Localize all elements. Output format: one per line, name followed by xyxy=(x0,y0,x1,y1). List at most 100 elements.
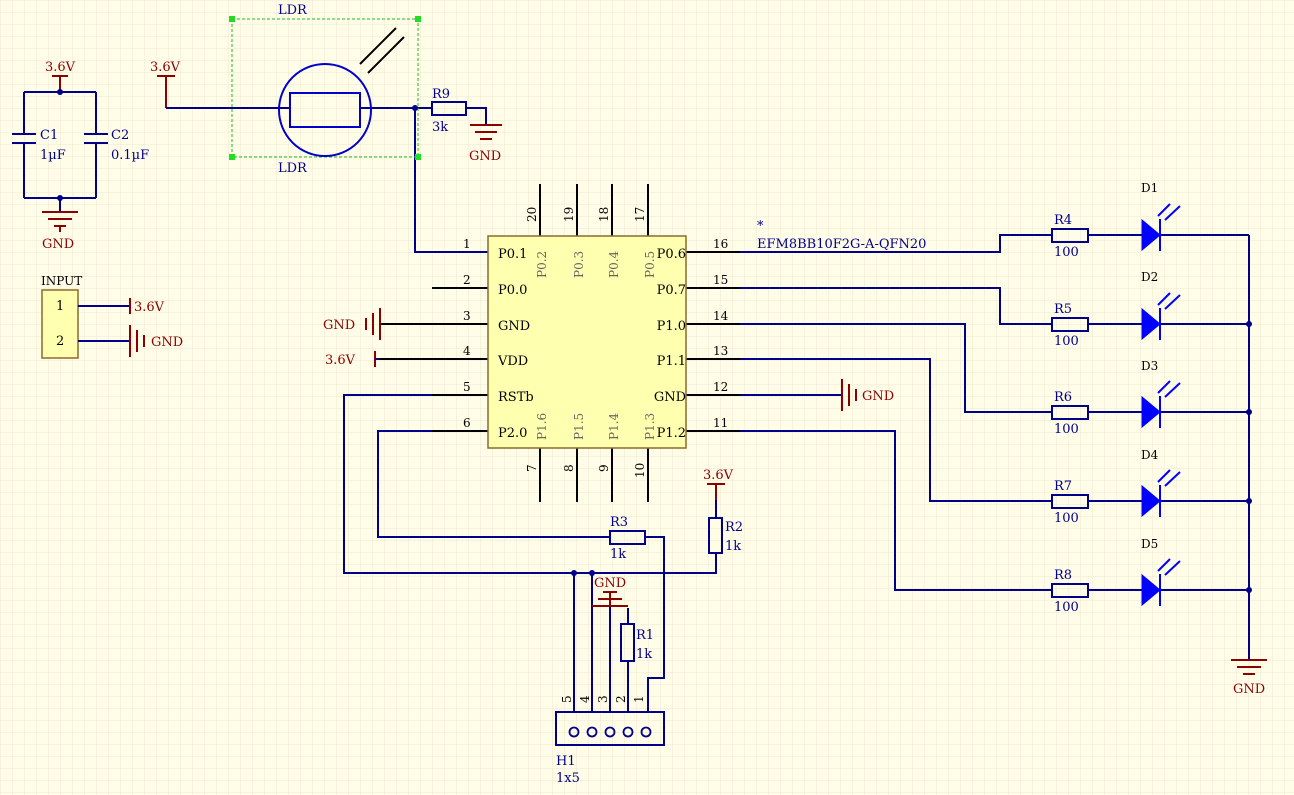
ldr-block: 3.6V LDR LDR xyxy=(150,3,488,253)
r2-value: 1k xyxy=(725,539,741,554)
ic-pin3-num: 3 xyxy=(463,309,471,323)
ic-pin9-name: P1.4 xyxy=(607,412,621,440)
h1-pin1-hole xyxy=(640,726,652,738)
r7-body xyxy=(1051,494,1089,509)
ic-pin7-num: 7 xyxy=(525,464,539,472)
wire-p11-r7 xyxy=(740,358,1052,502)
ic-pin18-num: 18 xyxy=(597,207,611,222)
d4-light-arrows xyxy=(1157,469,1181,487)
selection-handle-bl[interactable] xyxy=(229,154,235,160)
ic-pin19-num: 19 xyxy=(562,207,576,222)
r9-gnd-label: GND xyxy=(469,149,501,164)
d5-triangle xyxy=(1141,573,1161,607)
r6-body xyxy=(1051,405,1089,420)
ic-pin3-name: GND xyxy=(498,319,530,334)
r1-ref: R1 xyxy=(636,628,654,643)
ic-pin11-num: 11 xyxy=(713,416,728,430)
h1-body[interactable] xyxy=(555,711,665,746)
ldr-label-bottom: LDR xyxy=(278,161,308,176)
r2-ref: R2 xyxy=(725,520,743,535)
capacitor-block: 3.6V C1 1µF C2 0.1µF GND xyxy=(12,60,149,252)
input-body[interactable] xyxy=(41,289,79,359)
r2-body xyxy=(708,517,723,554)
ic-pin6-name: P2.0 xyxy=(498,426,527,441)
selection-handle-br[interactable] xyxy=(415,154,421,160)
led-channels: GND R4 100 D1 R5 100 D2 R6 100 D3 R7 100… xyxy=(740,181,1267,697)
r5-body xyxy=(1051,317,1089,332)
input-ground-symbol xyxy=(129,325,145,357)
junction-bus-2 xyxy=(1246,321,1252,327)
r9-ground-symbol xyxy=(470,124,502,140)
ic-gnd-label-left: GND xyxy=(323,318,355,333)
c1-plates xyxy=(12,133,36,144)
r9-resistor: R9 3k GND xyxy=(431,87,502,164)
ic-pin5-num: 5 xyxy=(463,380,471,394)
wire-p07-r5 xyxy=(740,287,1052,325)
ic-pin2-name: P0.0 xyxy=(498,283,527,298)
c1-value: 1µF xyxy=(40,148,66,163)
ldr-light-arrows xyxy=(359,27,405,74)
ic-pin13-name: P1.1 xyxy=(657,354,686,369)
ic-pin2-num: 2 xyxy=(463,273,471,287)
input-connector: INPUT 1 2 3.6V GND xyxy=(41,274,183,359)
ic-pin5-name: RSTb xyxy=(498,390,534,405)
ic-designator-star: * xyxy=(757,219,764,234)
h1-pin2-hole xyxy=(622,726,634,738)
ic-right-pin-lines xyxy=(686,251,740,432)
r5-value: 100 xyxy=(1054,334,1079,349)
r3-value: 1k xyxy=(610,547,626,562)
ldr-junction xyxy=(412,105,418,111)
ic-pin6-num: 6 xyxy=(463,416,471,430)
input-gnd-label: GND xyxy=(151,335,183,350)
hdr-gnd-label: GND xyxy=(594,576,626,591)
wire-p06-r4 xyxy=(740,234,1052,253)
h1-pin-label-5: 5 xyxy=(560,695,574,703)
ic-pin17-name: P0.5 xyxy=(643,251,657,278)
ic-bottom-pin-lines xyxy=(539,448,649,502)
input-pin-2: 2 xyxy=(56,334,64,349)
ic-pin4-num: 4 xyxy=(463,344,471,358)
r4-body xyxy=(1051,228,1089,243)
h1-pin-label-1: 1 xyxy=(632,695,646,703)
ic-body[interactable] xyxy=(487,235,687,449)
h1-pin3-hole xyxy=(604,726,616,738)
d3-triangle xyxy=(1141,395,1161,429)
ic-pin12-name: GND xyxy=(654,390,686,405)
selection-handle-tl[interactable] xyxy=(229,16,235,22)
r5-ref: R5 xyxy=(1054,302,1072,317)
c2-value: 0.1µF xyxy=(111,148,149,163)
r9-wire xyxy=(466,107,487,125)
header-h1: 5 4 3 2 1 H1 1x5 xyxy=(555,695,665,786)
ldr-vcc-label: 3.6V xyxy=(150,60,181,75)
r3-ref: R3 xyxy=(610,515,628,530)
d5-light-arrows xyxy=(1157,558,1181,576)
ic-pin8-name: P1.5 xyxy=(572,413,586,440)
selection-handle-tr[interactable] xyxy=(415,16,421,22)
wire-p10-r6 xyxy=(740,323,1052,413)
ic-pin19-name: P0.3 xyxy=(572,251,586,278)
ic-pin11-name: P1.2 xyxy=(657,426,686,441)
r7-ref: R7 xyxy=(1054,479,1072,494)
r4-ref: R4 xyxy=(1054,213,1072,228)
ic-top-pin-lines xyxy=(539,184,649,236)
ic-pin8-num: 8 xyxy=(562,464,576,472)
ic-chip: 1 P0.1 2 P0.0 3 GND 4 VDD 5 RSTb 6 P2.0 … xyxy=(380,184,926,502)
ic-pin7-name: P1.6 xyxy=(535,413,549,440)
h1-pin-label-3: 3 xyxy=(596,695,610,703)
cap-junction-bottom xyxy=(57,195,63,201)
d3-light-arrows xyxy=(1157,380,1181,398)
ldr-body-circle xyxy=(278,63,372,157)
cap-vcc-label: 3.6V xyxy=(45,60,76,75)
c2-ref: C2 xyxy=(111,128,129,143)
ic-pin1-num: 1 xyxy=(463,237,471,251)
ic-pin10-num: 10 xyxy=(633,463,647,478)
r2-vcc-label: 3.6V xyxy=(703,468,734,483)
r7-value: 100 xyxy=(1054,511,1079,526)
r3-body xyxy=(609,530,646,545)
d3-ref: D3 xyxy=(1141,359,1158,373)
cap-gnd-label: GND xyxy=(42,237,74,252)
ic-pin13-num: 13 xyxy=(713,344,728,358)
junction-bus-5 xyxy=(1246,587,1252,593)
led-ground-symbol xyxy=(1231,659,1267,675)
